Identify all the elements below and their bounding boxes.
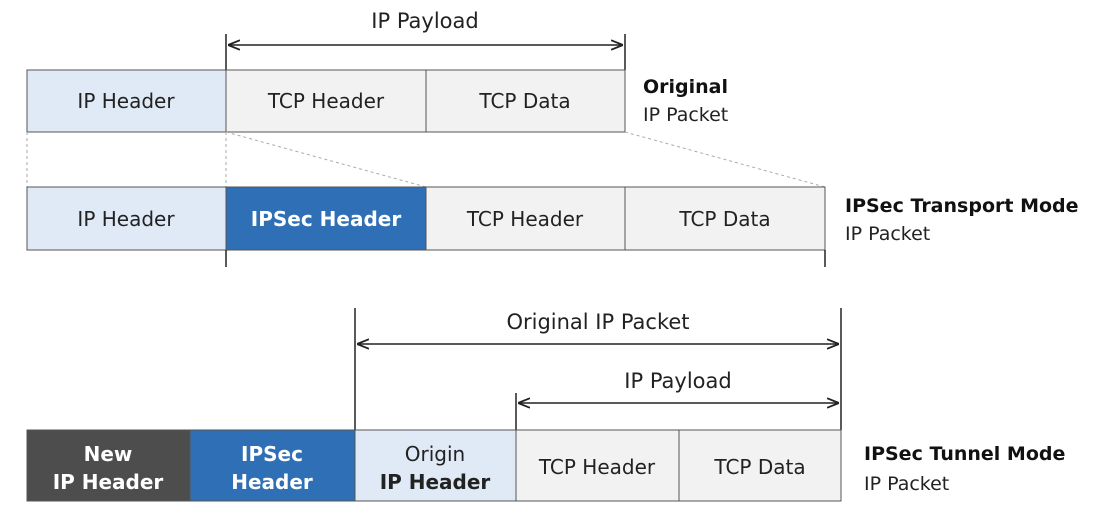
tcp-header-box [515,429,680,502]
projection-line [225,131,427,188]
tcp-data-label: TCP Data [713,455,805,479]
original-caption-title: Original [643,76,728,98]
ip-header-box [26,186,227,251]
tcp-data-box [425,69,626,133]
origin-ip-header-label-line1: Origin [405,442,465,466]
transport-caption-title: IPSec Transport Mode [845,195,1079,217]
origin-ip-header-box [354,429,517,502]
tcp-header-box [425,186,626,251]
ipsec-header-label-line2: Header [231,470,313,494]
tcp-header-label: TCP Header [466,207,584,231]
tunnel-caption-title: IPSec Tunnel Mode [864,443,1065,465]
tcp-data-box [624,186,826,251]
ip-header-box [26,69,227,133]
origin-ip-header-label-line2: IP Header [380,470,491,494]
tcp-header-label: TCP Header [267,89,385,113]
new-ip-header-label-line2: IP Header [53,470,164,494]
tunnel-caption-subtitle: IP Packet [864,473,949,495]
original-packet-row: IP Payload IP Header TCP Header TCP Data… [26,9,728,133]
ipsec-header-label-line1: IPSec [241,442,303,466]
ipsec-header-box [189,429,356,502]
tcp-data-box [678,429,842,502]
ip-header-label: IP Header [77,207,175,231]
payload-span-label: IP Payload [624,369,731,393]
tunnel-mode-row: Original IP Packet IP Payload New IP Hea… [26,308,1065,502]
ipsec-header-label: IPSec Header [251,207,402,231]
transport-caption-subtitle: IP Packet [845,223,930,245]
new-ip-header-box [26,429,191,502]
payload-span-label: IP Payload [371,9,478,33]
transport-mode-row: IP Header IPSec Header TCP Header TCP Da… [26,186,1079,267]
projection-lines [26,131,826,188]
original-caption-subtitle: IP Packet [643,104,728,126]
new-ip-header-label-line1: New [84,442,133,466]
original-packet-span-label: Original IP Packet [506,310,689,334]
ip-header-label: IP Header [77,89,175,113]
tcp-data-label: TCP Data [478,89,570,113]
tcp-data-label: TCP Data [678,207,770,231]
tcp-header-label: TCP Header [538,455,656,479]
projection-line [624,131,826,188]
ipsec-header-box [225,186,427,251]
tcp-header-box [225,69,427,133]
